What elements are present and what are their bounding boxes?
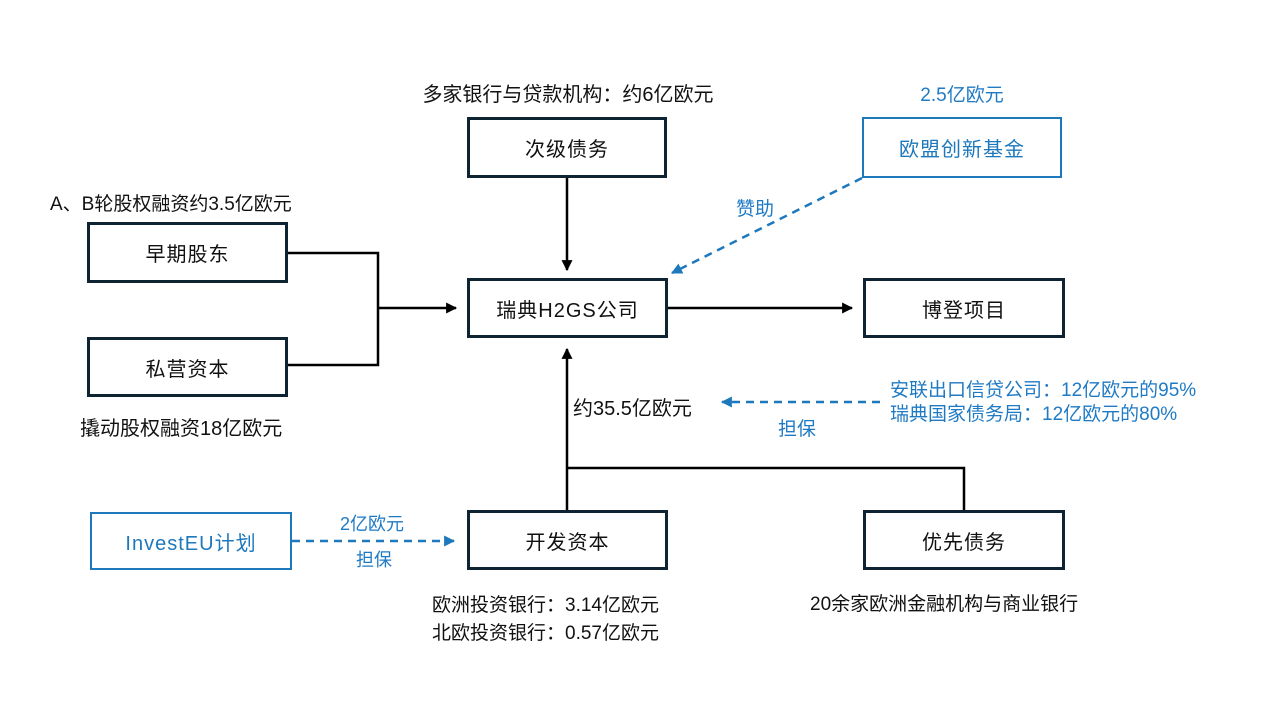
note-eib: 欧洲投资银行：3.14亿欧元 — [432, 595, 659, 616]
note-series-ab-equity: A、B轮股权融资约3.5亿欧元 — [50, 194, 292, 215]
node-development-capital: 开发资本 — [467, 510, 668, 570]
node-eu-innovation-fund: 欧盟创新基金 — [862, 117, 1062, 178]
edge-label-investeu-guarantee: 担保 — [356, 550, 392, 570]
edge-label-guarantee: 担保 — [778, 419, 817, 440]
node-subordinated-debt: 次级债务 — [467, 117, 667, 178]
note-eu-fund-amount: 2.5亿欧元 — [920, 85, 1004, 106]
node-early-shareholders: 早期股东 — [87, 222, 288, 283]
note-guarantor-allianz: 安联出口信贷公司：12亿欧元的95% — [890, 380, 1197, 401]
note-equity-leverage: 撬动股权融资18亿欧元 — [80, 418, 283, 440]
note-nib: 北欧投资银行：0.57亿欧元 — [432, 623, 659, 644]
node-private-capital: 私营资本 — [87, 337, 288, 397]
node-h2gs-company: 瑞典H2GS公司 — [467, 278, 668, 338]
connector-seniordebt-branch — [567, 466, 966, 510]
edge-label-sponsor: 赞助 — [736, 199, 775, 220]
note-senior-debt-banks: 20余家欧洲金融机构与商业银行 — [810, 594, 1079, 615]
note-guarantor-sweden-debt-office: 瑞典国家债务局：12亿欧元的80% — [890, 404, 1178, 425]
node-investeu-program: InvestEU计划 — [90, 512, 292, 570]
note-development-banks: 欧洲投资银行：3.14亿欧元 北欧投资银行：0.57亿欧元 — [432, 592, 659, 648]
connector-eufund-sponsor — [671, 176, 863, 275]
edge-label-investeu-amount: 2亿欧元 — [340, 514, 405, 534]
connector-equity-elbow — [288, 251, 380, 367]
note-guarantors: 安联出口信贷公司：12亿欧元的95% 瑞典国家债务局：12亿欧元的80% — [890, 379, 1196, 427]
edge-label-total-amount: 约35.5亿欧元 — [573, 398, 692, 420]
node-boden-project: 博登项目 — [863, 278, 1065, 338]
note-banks-lenders: 多家银行与贷款机构：约6亿欧元 — [422, 84, 714, 106]
node-senior-debt: 优先债务 — [863, 510, 1065, 570]
